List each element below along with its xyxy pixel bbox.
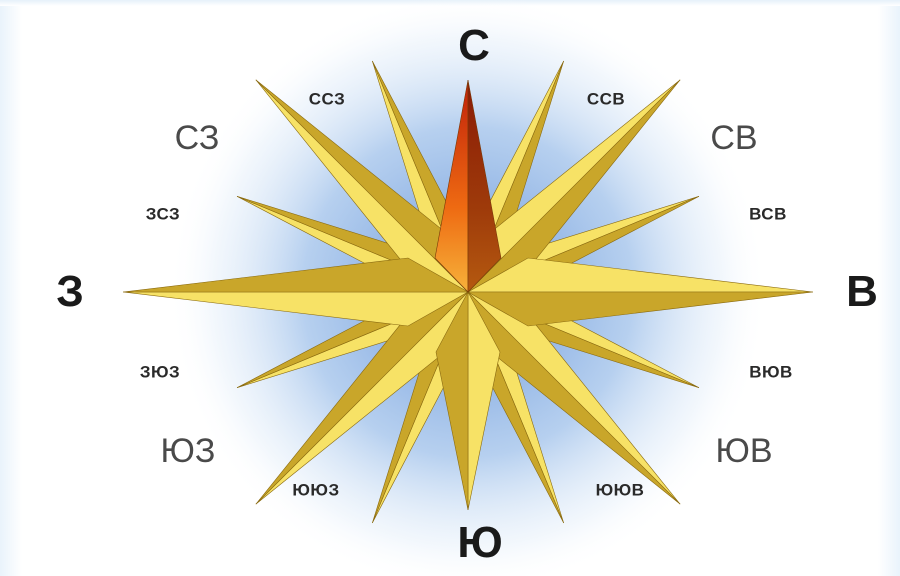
label-wsw: ЗЮЗ xyxy=(139,362,181,382)
label-nnw: ССЗ xyxy=(308,89,346,109)
label-north: С xyxy=(458,21,490,70)
label-south: Ю xyxy=(457,518,503,567)
cardinal-points xyxy=(122,257,814,511)
label-ssw: ЮЮЗ xyxy=(292,480,340,500)
label-ese: ВЮВ xyxy=(749,362,793,382)
north-point xyxy=(434,79,502,293)
label-southwest: ЮЗ xyxy=(160,432,216,470)
label-southeast: ЮВ xyxy=(715,432,773,470)
label-wnw: ЗСЗ xyxy=(145,204,181,224)
label-nne: ССВ xyxy=(586,89,626,109)
label-sse: ЮЮВ xyxy=(595,480,645,500)
label-northeast: СВ xyxy=(710,119,758,157)
label-ene: ВСВ xyxy=(749,204,787,224)
label-northwest: СЗ xyxy=(174,119,220,157)
label-east: В xyxy=(846,267,878,316)
west-spike xyxy=(122,257,470,327)
intercardinal-points xyxy=(255,79,681,505)
south-spike xyxy=(435,291,501,511)
label-west: З xyxy=(56,267,84,316)
east-spike xyxy=(466,257,814,327)
